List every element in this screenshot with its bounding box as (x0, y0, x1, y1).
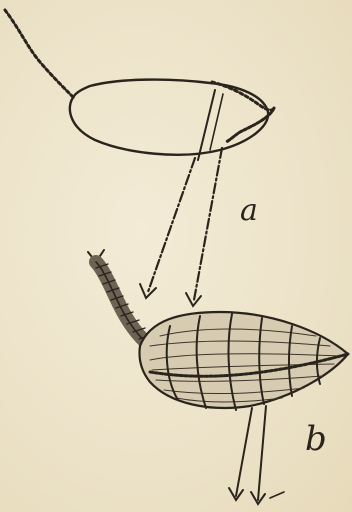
downward-arrows (229, 406, 284, 504)
arrow-left-line (148, 158, 195, 292)
arrow-right-line (194, 148, 222, 300)
arrow-down-left-line (236, 408, 252, 496)
figure-label-b: b (305, 422, 327, 456)
panel-b-cocoon (88, 250, 348, 410)
transfer-arrows (140, 148, 222, 306)
left-chain-icon (5, 10, 74, 98)
figure-label-a: a (240, 196, 258, 226)
panel-a-snare (5, 10, 274, 160)
arrow-down-right-line (258, 406, 266, 500)
